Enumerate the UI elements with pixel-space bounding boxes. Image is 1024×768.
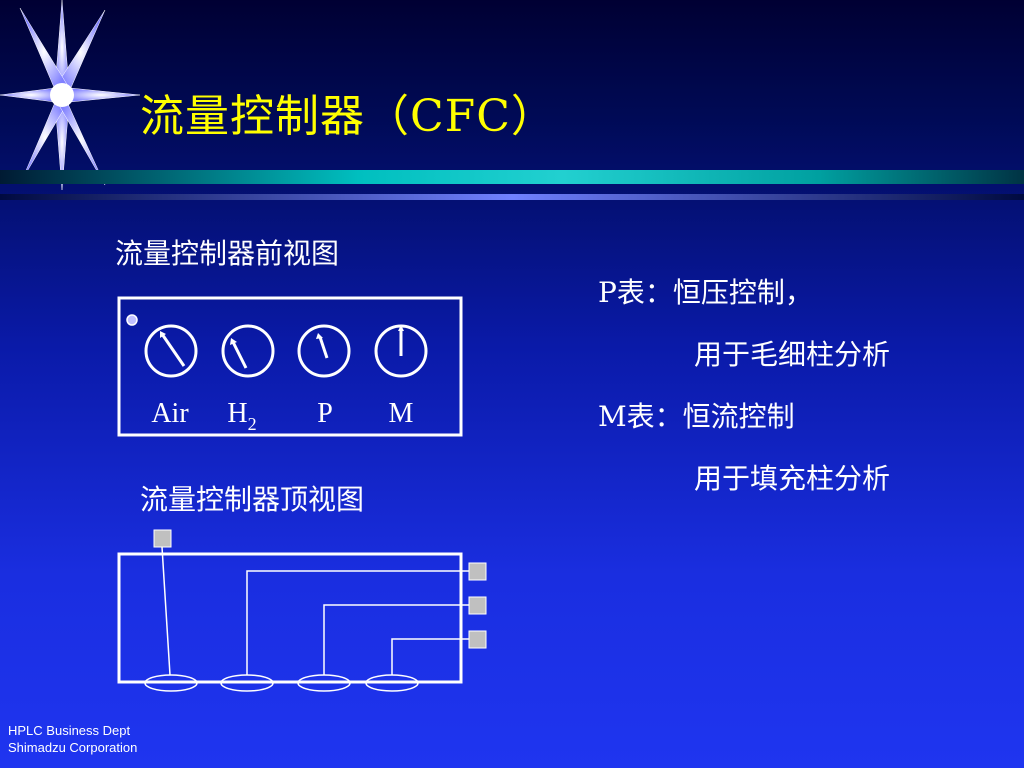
note-p-line2: 用于毛细柱分析 [694,338,891,371]
gauge-label-p: P [317,398,333,429]
column-fitting-air [144,674,198,692]
gauge-label-air: Air [151,398,189,429]
front-view-label: 流量控制器前视图 [115,237,340,270]
top-view-label: 流量控制器顶视图 [140,483,365,516]
footer-dept: HPLC Business Dept [8,723,131,738]
front-view-diagram: Air H2 P M [117,296,463,437]
outlet-port-2 [468,596,487,615]
gauge-label-h2: H2 [227,398,256,434]
column-fitting-p [297,674,351,692]
slide-title: 流量控制器（CFC） [140,91,556,142]
outlet-port-1 [468,562,487,581]
gauge-h2 [221,324,275,378]
column-fitting-h2 [220,674,274,692]
top-view-diagram [117,529,487,692]
notes: P表：恒压控制， 用于毛细柱分析 M表：恒流控制 用于填充柱分析 [598,262,890,510]
note-m-line1: M表：恒流控制 [598,400,795,433]
gauge-label-m: M [389,398,414,429]
gauge-p [297,324,351,378]
title-rule-top [0,170,1024,184]
column-fitting-m [365,674,419,692]
note-p-line1: P表：恒压控制， [598,276,813,309]
note-m-line2: 用于填充柱分析 [694,462,891,495]
inlet-port [153,529,172,548]
gauge-air [144,324,198,378]
indicator-light [126,314,138,326]
outlet-port-3 [468,630,487,649]
title-rule-bottom [0,194,1024,200]
footer: HPLC Business Dept Shimadzu Corporation [8,722,137,756]
star-burst-icon [0,0,141,190]
gauge-m [374,324,428,378]
footer-company: Shimadzu Corporation [8,740,138,755]
